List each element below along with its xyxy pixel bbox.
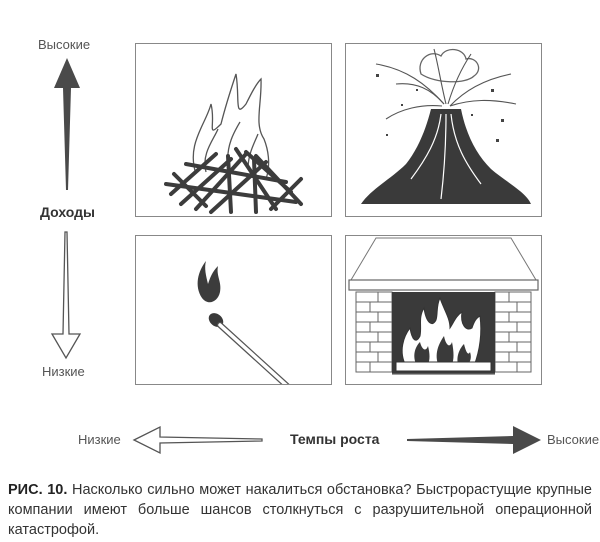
figure-caption-text: Насколько сильно может накалиться обстан… xyxy=(8,482,592,538)
bonfire-icon xyxy=(164,73,303,214)
burning-match-icon xyxy=(197,261,290,384)
x-axis-low-label: Низкие xyxy=(78,432,121,447)
quadrant-bonfire xyxy=(135,43,332,217)
quadrant-volcano xyxy=(345,43,542,217)
fireplace-icon xyxy=(348,237,539,375)
quadrant-burning-match xyxy=(135,235,332,385)
figure-caption: РИС. 10. Насколько сильно может накалить… xyxy=(8,480,592,540)
x-axis-title: Темпы роста xyxy=(290,431,380,447)
x-axis-high-label: Высокие xyxy=(547,432,600,447)
figure-caption-label: РИС. 10. xyxy=(8,482,68,498)
quadrant-fireplace xyxy=(345,235,542,385)
y-axis-low-label: Низкие xyxy=(42,364,85,379)
x-axis-left-arrow xyxy=(132,425,263,455)
volcano-icon xyxy=(361,48,531,204)
y-axis-high-label: Высокие xyxy=(38,37,91,52)
x-axis-right-arrow xyxy=(407,426,541,454)
y-axis-title: Доходы xyxy=(40,204,95,220)
y-axis-up-arrow xyxy=(54,58,80,190)
y-axis-down-arrow xyxy=(50,231,82,360)
